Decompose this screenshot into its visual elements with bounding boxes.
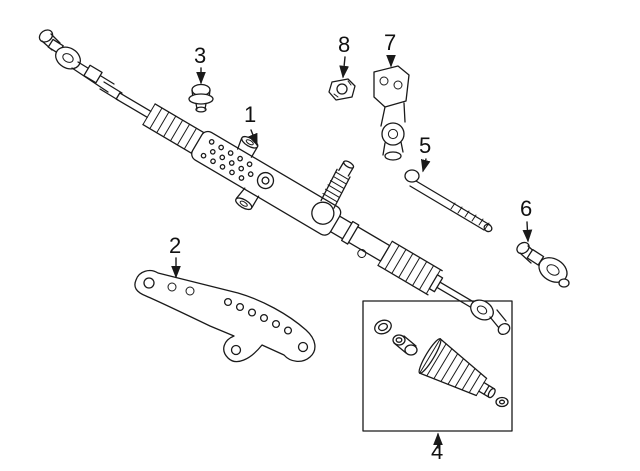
boot-kit-bushing <box>392 334 418 356</box>
boot-kit-washer <box>374 319 392 335</box>
callout-2: 2 <box>169 233 182 258</box>
part-5-inner-tie-rod <box>404 169 493 233</box>
boot-kit-bellows <box>418 338 496 399</box>
part-7-coupling-bracket <box>373 65 410 161</box>
leader-6 <box>522 221 533 243</box>
right-rod-end <box>470 299 511 335</box>
leader-1 <box>248 129 258 147</box>
boot-kit-clamp <box>495 396 509 408</box>
callout-1: 1 <box>244 102 257 127</box>
leader-8 <box>339 56 349 79</box>
rack-housing <box>115 92 483 313</box>
leader-5 <box>420 158 431 173</box>
part-6-outer-tie-rod-end <box>516 241 570 288</box>
callout-7: 7 <box>384 30 397 55</box>
part-4-boot-kit-box <box>362 300 513 432</box>
callout-3: 3 <box>194 43 207 68</box>
callout-8: 8 <box>338 32 351 57</box>
part-8-clamp <box>328 78 356 101</box>
part-2-support-bracket <box>134 269 316 363</box>
callout-6: 6 <box>520 196 533 221</box>
left-tie-rod-end <box>38 29 123 101</box>
callout-leaders <box>171 54 533 449</box>
part-1-steering-gear-assembly <box>38 29 511 335</box>
callout-5: 5 <box>419 133 432 158</box>
callout-4: 4 <box>431 439 444 464</box>
part-3-grommet-cap <box>188 83 214 113</box>
